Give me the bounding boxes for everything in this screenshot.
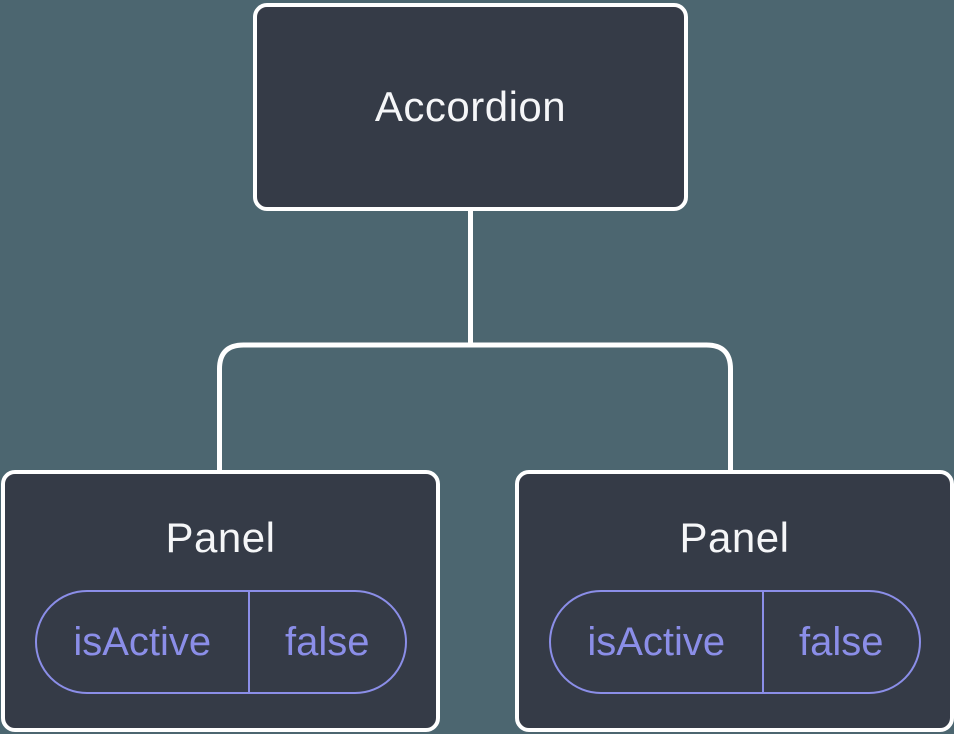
state-value-label: false xyxy=(284,619,370,664)
accordion-node-label: Accordion xyxy=(374,83,567,130)
state-pill: isActive false xyxy=(548,590,921,694)
connector-bracket xyxy=(217,342,733,471)
state-key-label: isActive xyxy=(551,592,764,692)
state-key-label: isActive xyxy=(37,592,250,692)
accordion-node: Accordion xyxy=(253,3,688,211)
state-value-label: false xyxy=(798,619,884,664)
state-pill: isActive false xyxy=(34,590,407,694)
panel-node-right: Panel isActive false xyxy=(515,470,954,732)
panel-node-label: Panel xyxy=(679,514,790,561)
panel-node-label: Panel xyxy=(165,514,276,561)
panel-node-left: Panel isActive false xyxy=(1,470,440,732)
